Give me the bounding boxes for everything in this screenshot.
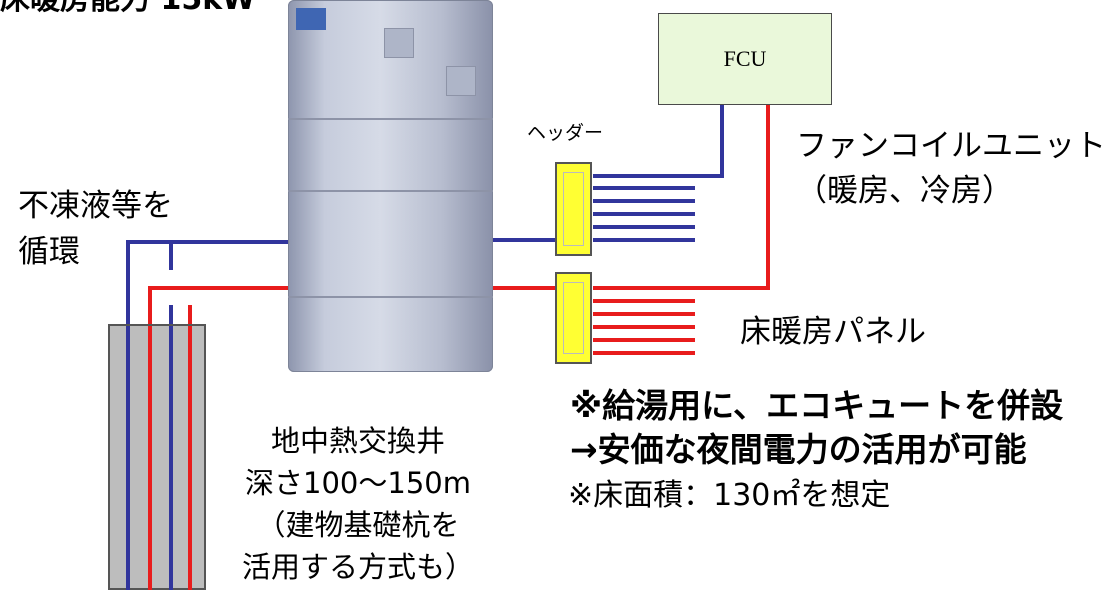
heat-pump-unit [288, 0, 493, 372]
floor-heating-panel-label: 床暖房パネル [740, 314, 926, 350]
ecocute-note: ※給湯用に、エコキュートを併設 →安価な夜間電力の活用が可能 [570, 384, 1063, 472]
antifreeze-label: 不凍液等を 循環 [18, 183, 173, 275]
unit-panel-badge [446, 66, 476, 96]
header-lower [555, 272, 592, 364]
floor-area-note: ※床面積：130㎡を想定 [568, 478, 891, 513]
unit-panel-seam [288, 190, 493, 192]
unit-panel-badge [384, 28, 414, 58]
fancoil-line-1: ファンコイルユニット [796, 128, 1106, 164]
fancoil-label: ファンコイルユニット （暖房、冷房） [796, 124, 1106, 214]
heating-capacity-label: 床暖房能力 15kW [0, 0, 255, 18]
ecocute-note-line-1: ※給湯用に、エコキュートを併設 [570, 386, 1064, 425]
fcu-box: FCU [658, 13, 832, 105]
well-line-1: 地中熱交換井 [271, 424, 446, 458]
well-description: 地中熱交換井 深さ100～150m （建物基礎杭を 活用する方式も） [242, 420, 474, 588]
header-upper [555, 162, 592, 256]
unit-panel-seam [288, 118, 493, 120]
well-line-3: （建物基礎杭を [256, 508, 460, 542]
antifreeze-line-1: 不凍液等を [18, 188, 173, 224]
fcu-label: FCU [723, 46, 767, 71]
well-line-2: 深さ100～150m [245, 466, 471, 500]
well-line-4: 活用する方式も） [242, 550, 475, 584]
brand-logo-icon [296, 8, 326, 30]
fancoil-line-2: （暖房、冷房） [796, 173, 1013, 209]
ecocute-note-line-2: →安価な夜間電力の活用が可能 [570, 430, 1027, 469]
antifreeze-line-2: 循環 [18, 234, 80, 270]
unit-panel-seam [288, 296, 493, 298]
header-label: ヘッダー [527, 122, 604, 144]
